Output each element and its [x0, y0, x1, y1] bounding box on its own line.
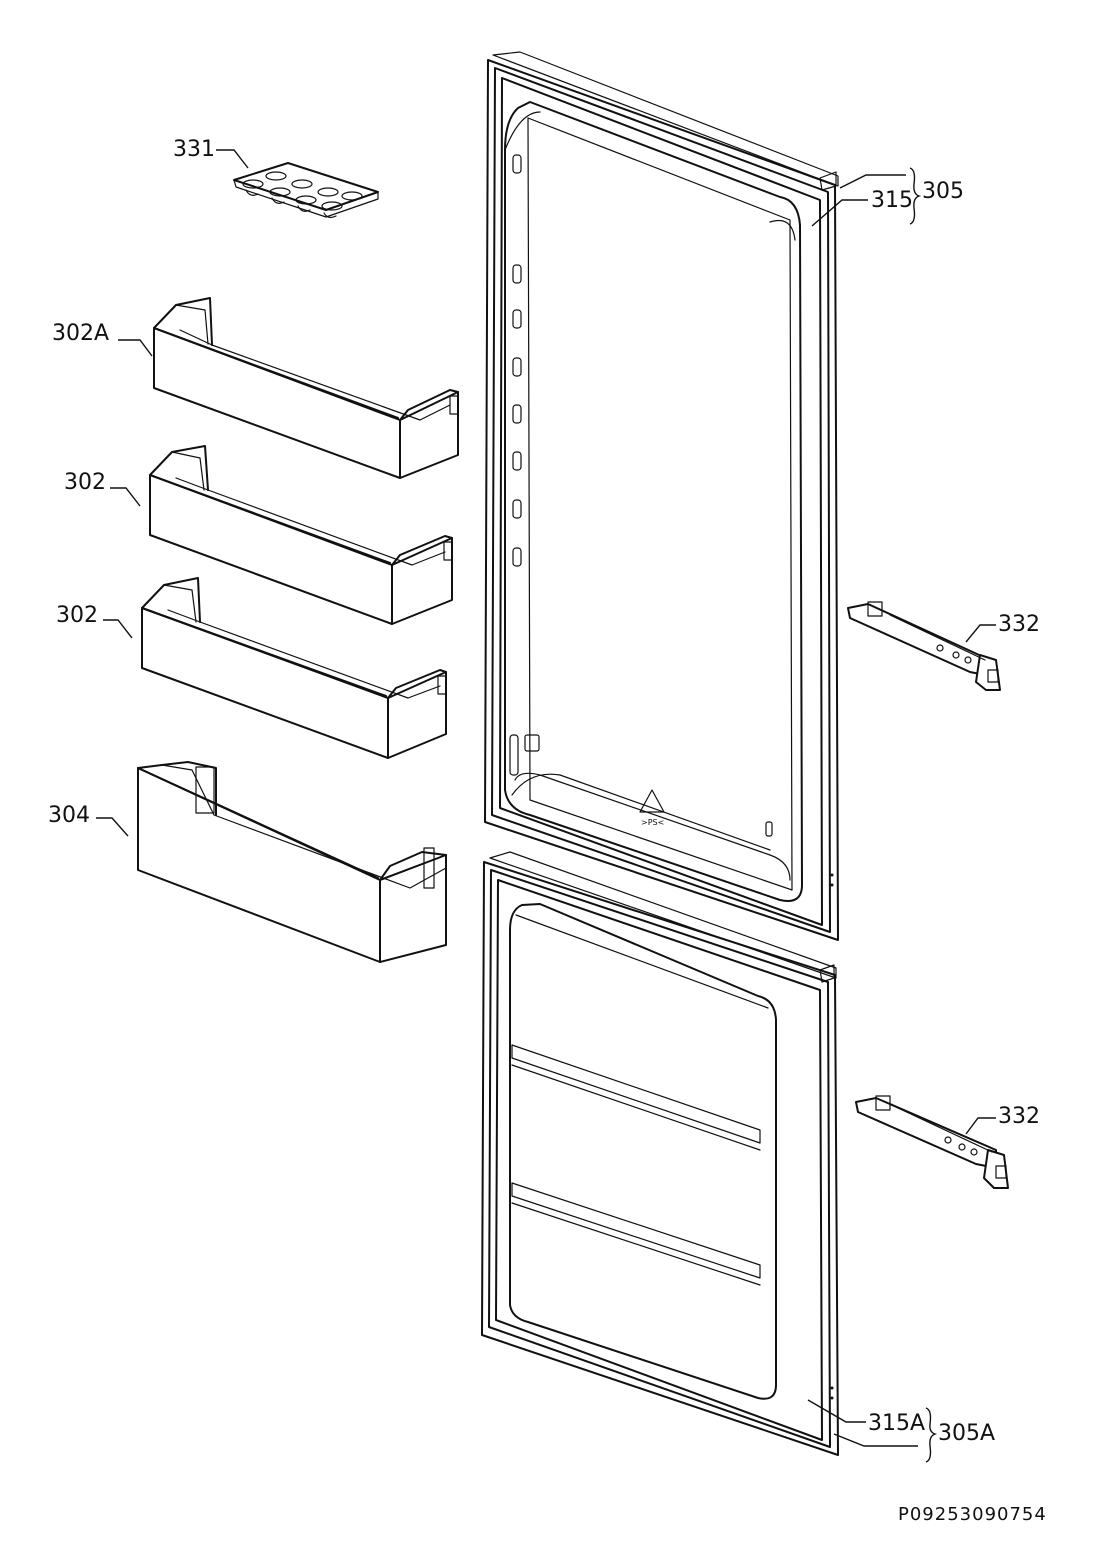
recycle-mark: >PS< [641, 818, 664, 827]
document-id: P09253090754 [898, 1504, 1047, 1525]
label-305: 305 [922, 179, 964, 204]
door-shelf-302-lower [141, 577, 447, 759]
label-302a: 302A [52, 321, 110, 346]
label-302-upper: 302 [64, 470, 106, 495]
label-315: 315 [871, 188, 913, 213]
label-305a: 305A [938, 1421, 996, 1446]
label-315a: 315A [868, 1411, 926, 1436]
label-304: 304 [48, 803, 90, 828]
door-shelf-302a [153, 297, 459, 479]
bottle-shelf-304 [137, 761, 447, 963]
label-332-lower: 332 [998, 1104, 1040, 1129]
door-shelf-302-upper [149, 445, 453, 625]
upper-door [484, 51, 839, 941]
hinge-lower [855, 1095, 1009, 1189]
label-302-lower: 302 [56, 603, 98, 628]
label-332-upper: 332 [998, 612, 1040, 637]
label-331: 331 [173, 137, 215, 162]
hinge-upper [847, 601, 1001, 691]
lower-door [481, 851, 839, 1456]
egg-tray [233, 162, 379, 219]
